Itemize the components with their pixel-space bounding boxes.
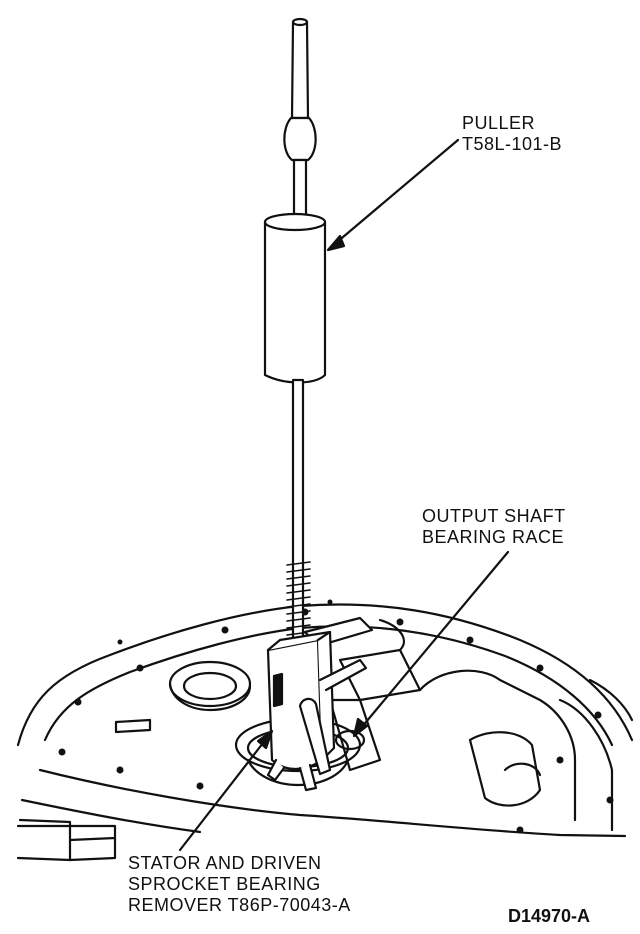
transfer-case-housing	[16, 599, 634, 862]
remover-label-line3: REMOVER T86P-70043-A	[128, 895, 351, 915]
puller-label-line1: PULLER	[462, 113, 536, 133]
output-shaft-bearing-race	[334, 729, 366, 751]
bearing-remover-tool	[266, 616, 374, 792]
figure-id: D14970-A	[508, 906, 591, 926]
puller-callout-label: PULLER T58L-101-B	[462, 113, 562, 155]
remover-leader-line	[178, 729, 274, 852]
remover-label-line2: SPROCKET BEARING	[128, 874, 321, 894]
remover-callout-label: STATOR AND DRIVEN SPROCKET BEARING REMOV…	[128, 853, 351, 916]
race-label-line2: BEARING RACE	[422, 527, 565, 547]
threaded-shaft	[286, 561, 311, 636]
output-shaft-race-callout-label: OUTPUT SHAFT BEARING RACE	[422, 506, 566, 548]
puller-label-line2: T58L-101-B	[462, 134, 563, 154]
remover-label-line1: STATOR AND DRIVEN	[128, 853, 322, 873]
race-leader-line	[352, 550, 510, 738]
race-label-line1: OUTPUT SHAFT	[422, 506, 566, 526]
puller-leader-line	[326, 138, 460, 252]
puller-tool	[263, 17, 327, 642]
